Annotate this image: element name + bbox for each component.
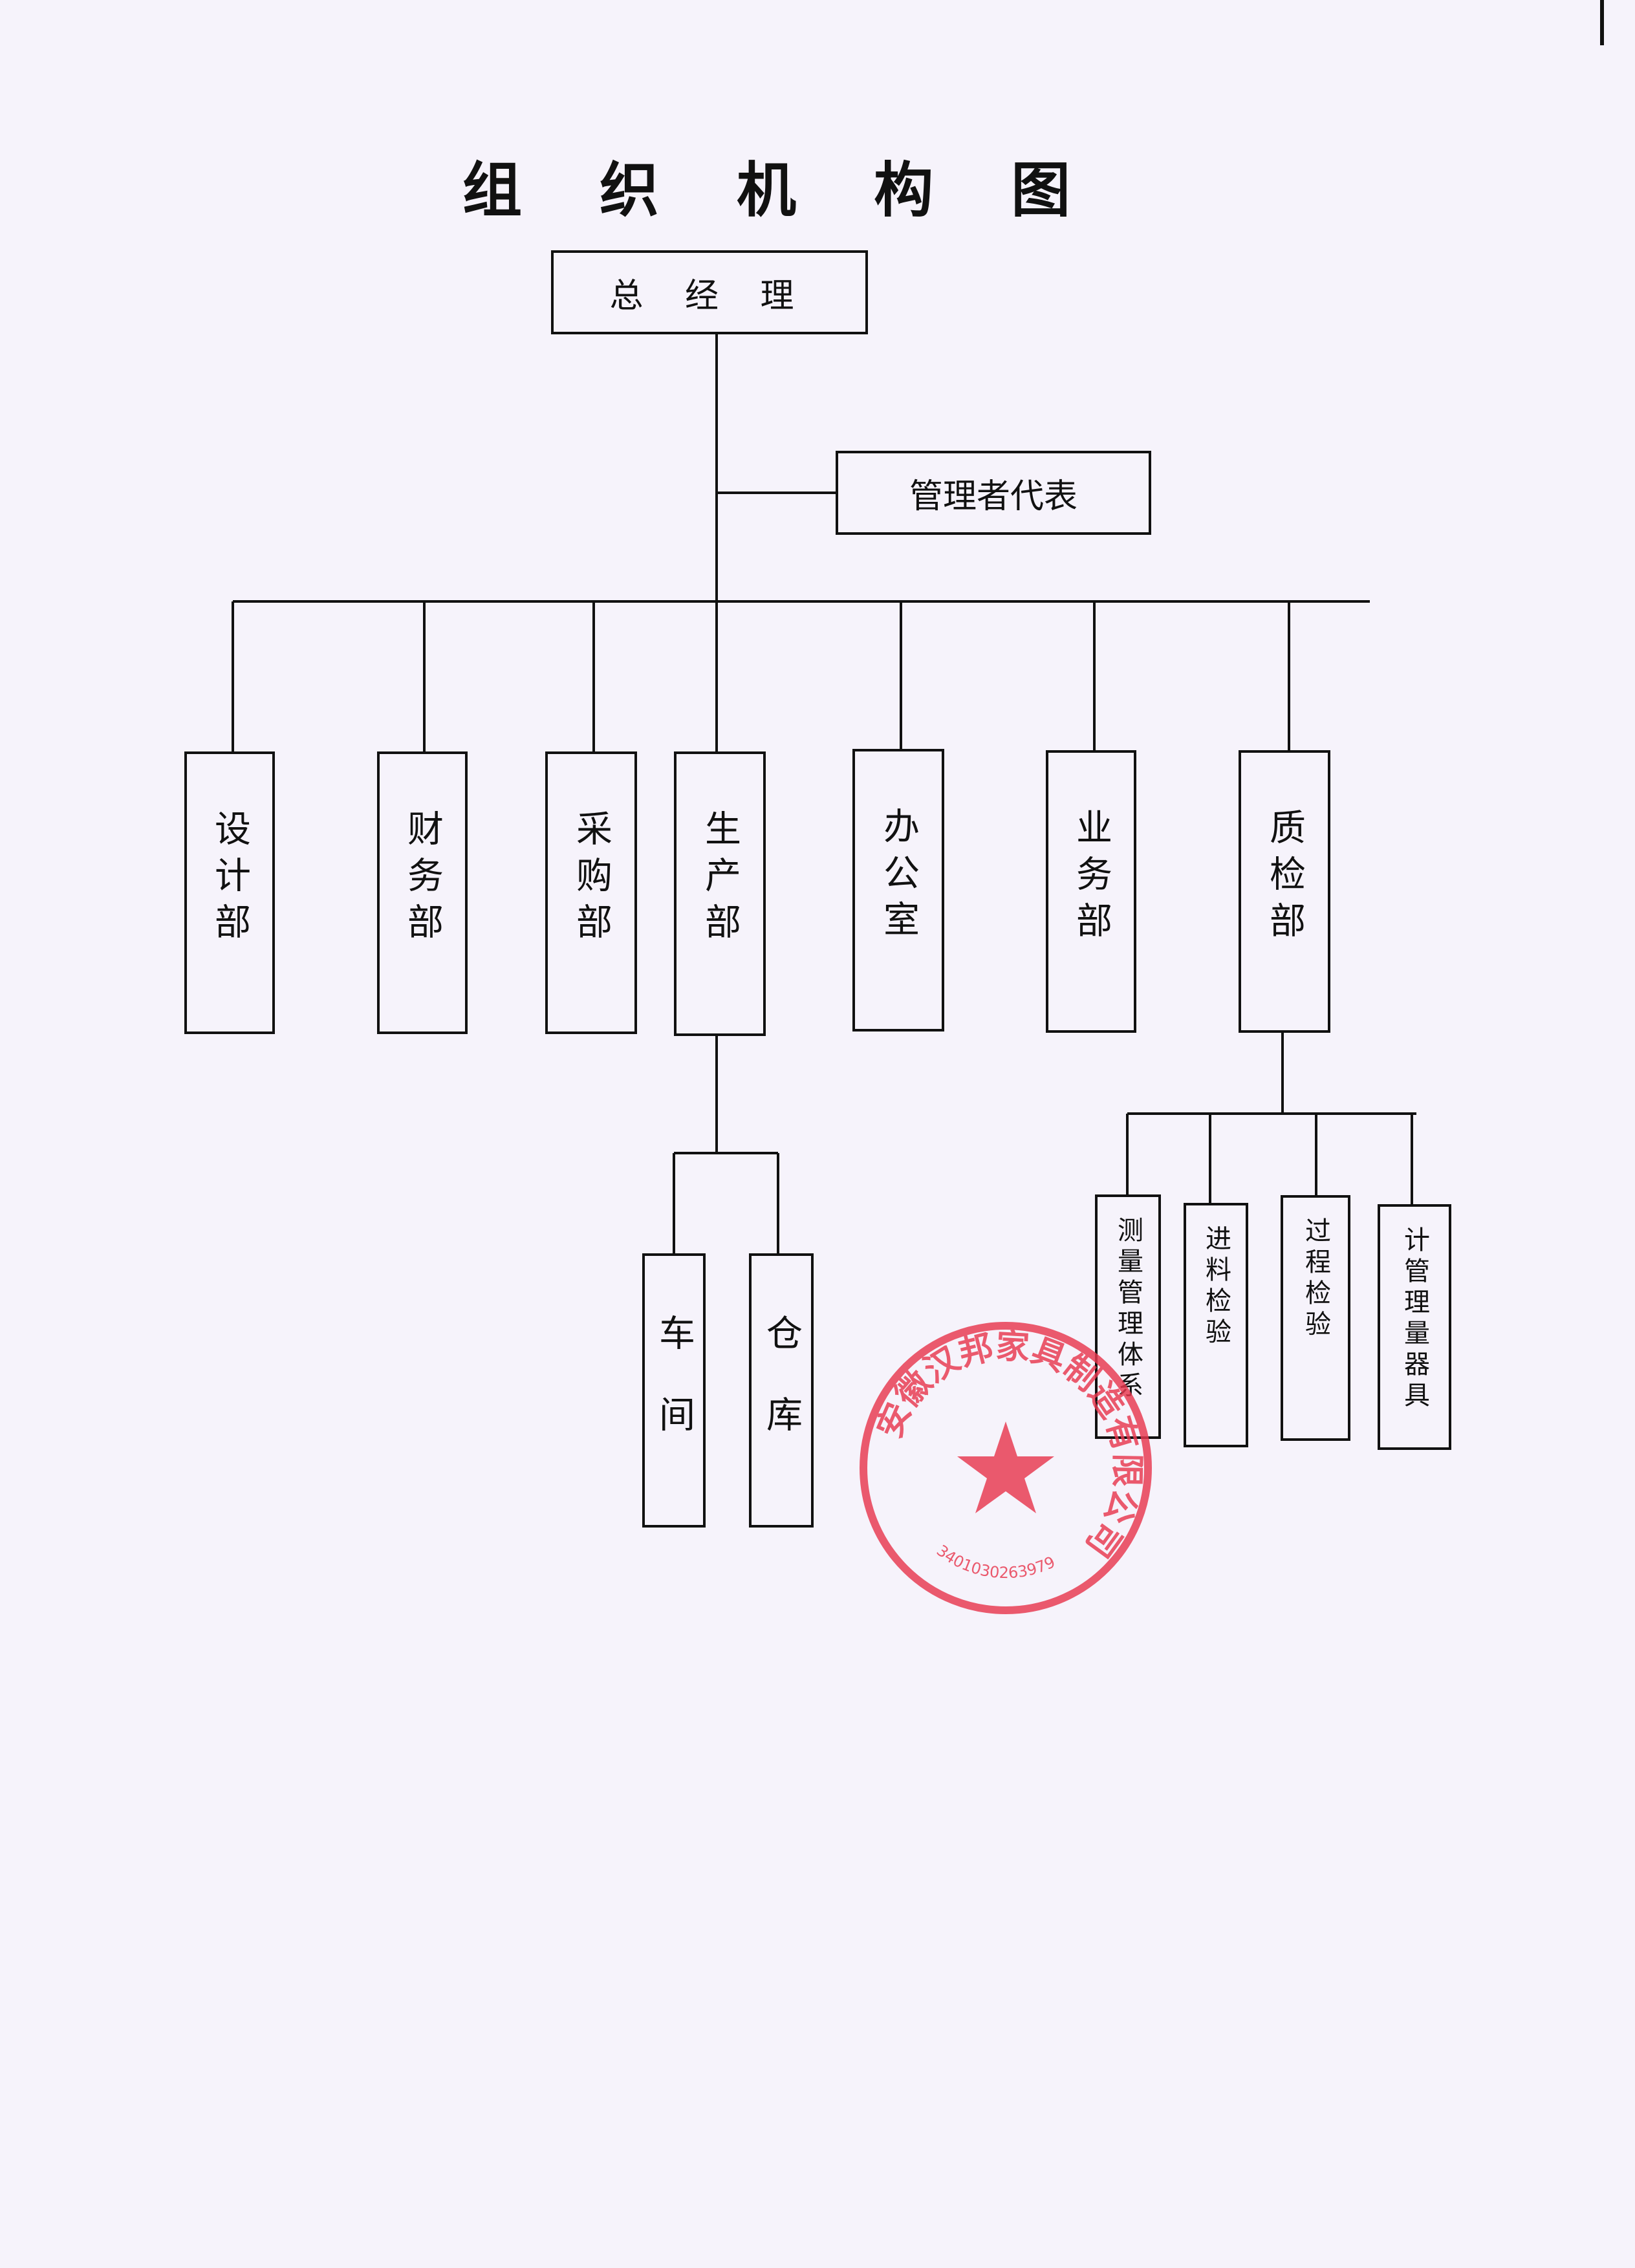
dept-purchasing-label: 采购部 [570, 810, 612, 949]
seal-code-text: 3401030263979 [933, 1541, 1058, 1582]
dept-finance: 财务部 [377, 751, 468, 1034]
qc-measuring-instruments-label: 计管理量器具 [1400, 1226, 1429, 1412]
general-manager-box: 总 经 理 [551, 250, 868, 334]
general-manager-label: 总 经 理 [609, 276, 810, 316]
sub-warehouse: 仓库 [749, 1253, 814, 1528]
dept-production: 生产部 [674, 751, 766, 1036]
dept-design-label: 设计部 [208, 810, 251, 949]
dept-quality-control: 质检部 [1239, 750, 1330, 1033]
dept-design: 设计部 [184, 751, 275, 1034]
page-title: 组 织 机 构 图 [462, 155, 1099, 225]
qc-measurement-system-label: 测量管理体系 [1113, 1216, 1143, 1403]
sub-workshop-label: 车间 [653, 1314, 695, 1477]
dept-sales: 业务部 [1046, 750, 1136, 1033]
qc-process-inspection: 过程检验 [1281, 1195, 1350, 1441]
sub-warehouse-label: 仓库 [760, 1314, 803, 1477]
seal-ring [860, 1322, 1152, 1614]
page-edge-mark [1600, 0, 1604, 45]
dept-sales-label: 业务部 [1070, 808, 1112, 948]
dept-office-label: 办公室 [877, 807, 920, 947]
dept-purchasing: 采购部 [545, 751, 637, 1034]
dept-office: 办公室 [852, 749, 944, 1031]
sub-workshop: 车间 [642, 1253, 706, 1528]
star-icon [957, 1421, 1054, 1513]
qc-measuring-instruments: 计管理量器具 [1378, 1204, 1451, 1450]
qc-measurement-system: 测量管理体系 [1095, 1194, 1161, 1439]
dept-production-label: 生产部 [698, 810, 741, 949]
qc-incoming-inspection-label: 进料检验 [1201, 1225, 1231, 1349]
management-representative-label: 管理者代表 [909, 477, 1077, 516]
company-seal: 安徽汉邦家具制造有限公司 3401030263979 [860, 1322, 1152, 1614]
management-representative-box: 管理者代表 [836, 451, 1151, 535]
qc-incoming-inspection: 进料检验 [1184, 1203, 1248, 1447]
dept-finance-label: 财务部 [401, 810, 444, 949]
qc-process-inspection-label: 过程检验 [1301, 1217, 1330, 1341]
dept-quality-control-label: 质检部 [1263, 808, 1306, 948]
